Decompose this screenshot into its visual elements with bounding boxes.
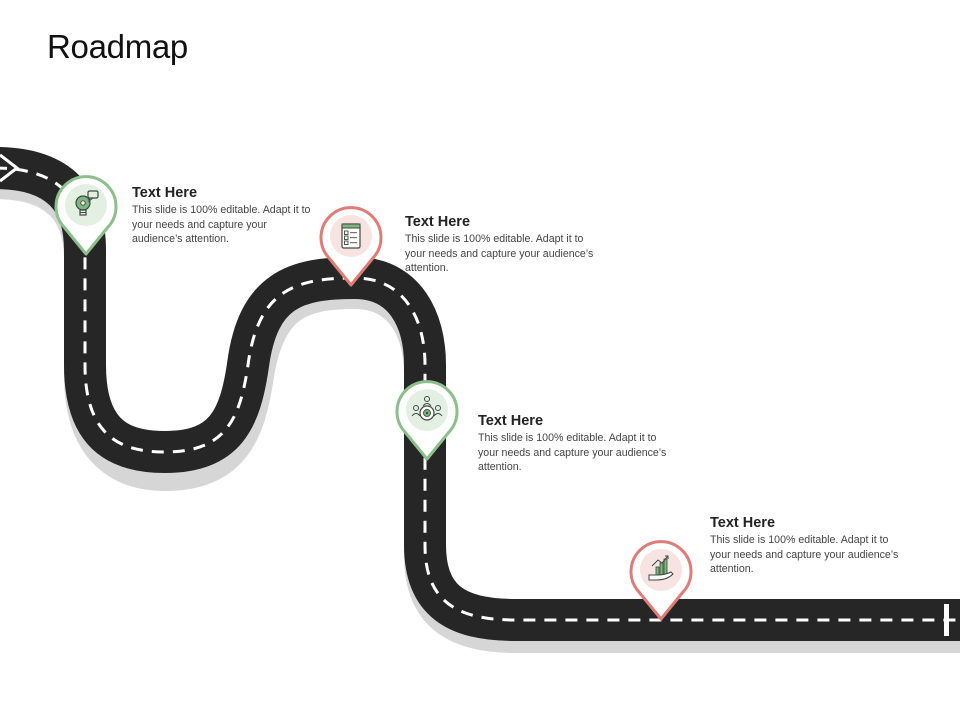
milestone-description: This slide is 100% editable. Adapt it to… — [478, 432, 667, 473]
milestone-pin-4[interactable] — [629, 540, 693, 621]
milestone-pin-3[interactable] — [395, 380, 459, 461]
team-target-icon — [411, 396, 443, 421]
road-center-dashes — [0, 166, 960, 622]
checklist-icon — [341, 223, 361, 249]
milestone-description: This slide is 100% editable. Adapt it to… — [405, 233, 594, 274]
road-start-arrow — [0, 153, 20, 183]
page-title: Roadmap — [47, 28, 188, 65]
milestone-description: This slide is 100% editable. Adapt it to… — [710, 534, 899, 575]
milestone-callout-1: Text Here This slide is 100% editable. A… — [132, 185, 314, 247]
milestone-pin-2[interactable] — [319, 206, 383, 287]
lightbulb-gear-icon — [75, 190, 99, 216]
road-finish-marker — [944, 604, 949, 636]
milestone-callout-2: Text Here This slide is 100% editable. A… — [405, 214, 595, 276]
growth-chart-hand-icon — [648, 555, 674, 581]
milestone-description: This slide is 100% editable. Adapt it to… — [132, 204, 311, 245]
milestone-pin-1[interactable] — [54, 175, 118, 256]
milestone-callout-3: Text Here This slide is 100% editable. A… — [478, 413, 668, 475]
milestone-heading: Text Here — [710, 515, 776, 531]
milestone-heading: Text Here — [405, 214, 471, 230]
milestone-heading: Text Here — [132, 185, 198, 201]
milestone-callout-4: Text Here This slide is 100% editable. A… — [710, 515, 900, 577]
milestone-heading: Text Here — [478, 413, 544, 429]
